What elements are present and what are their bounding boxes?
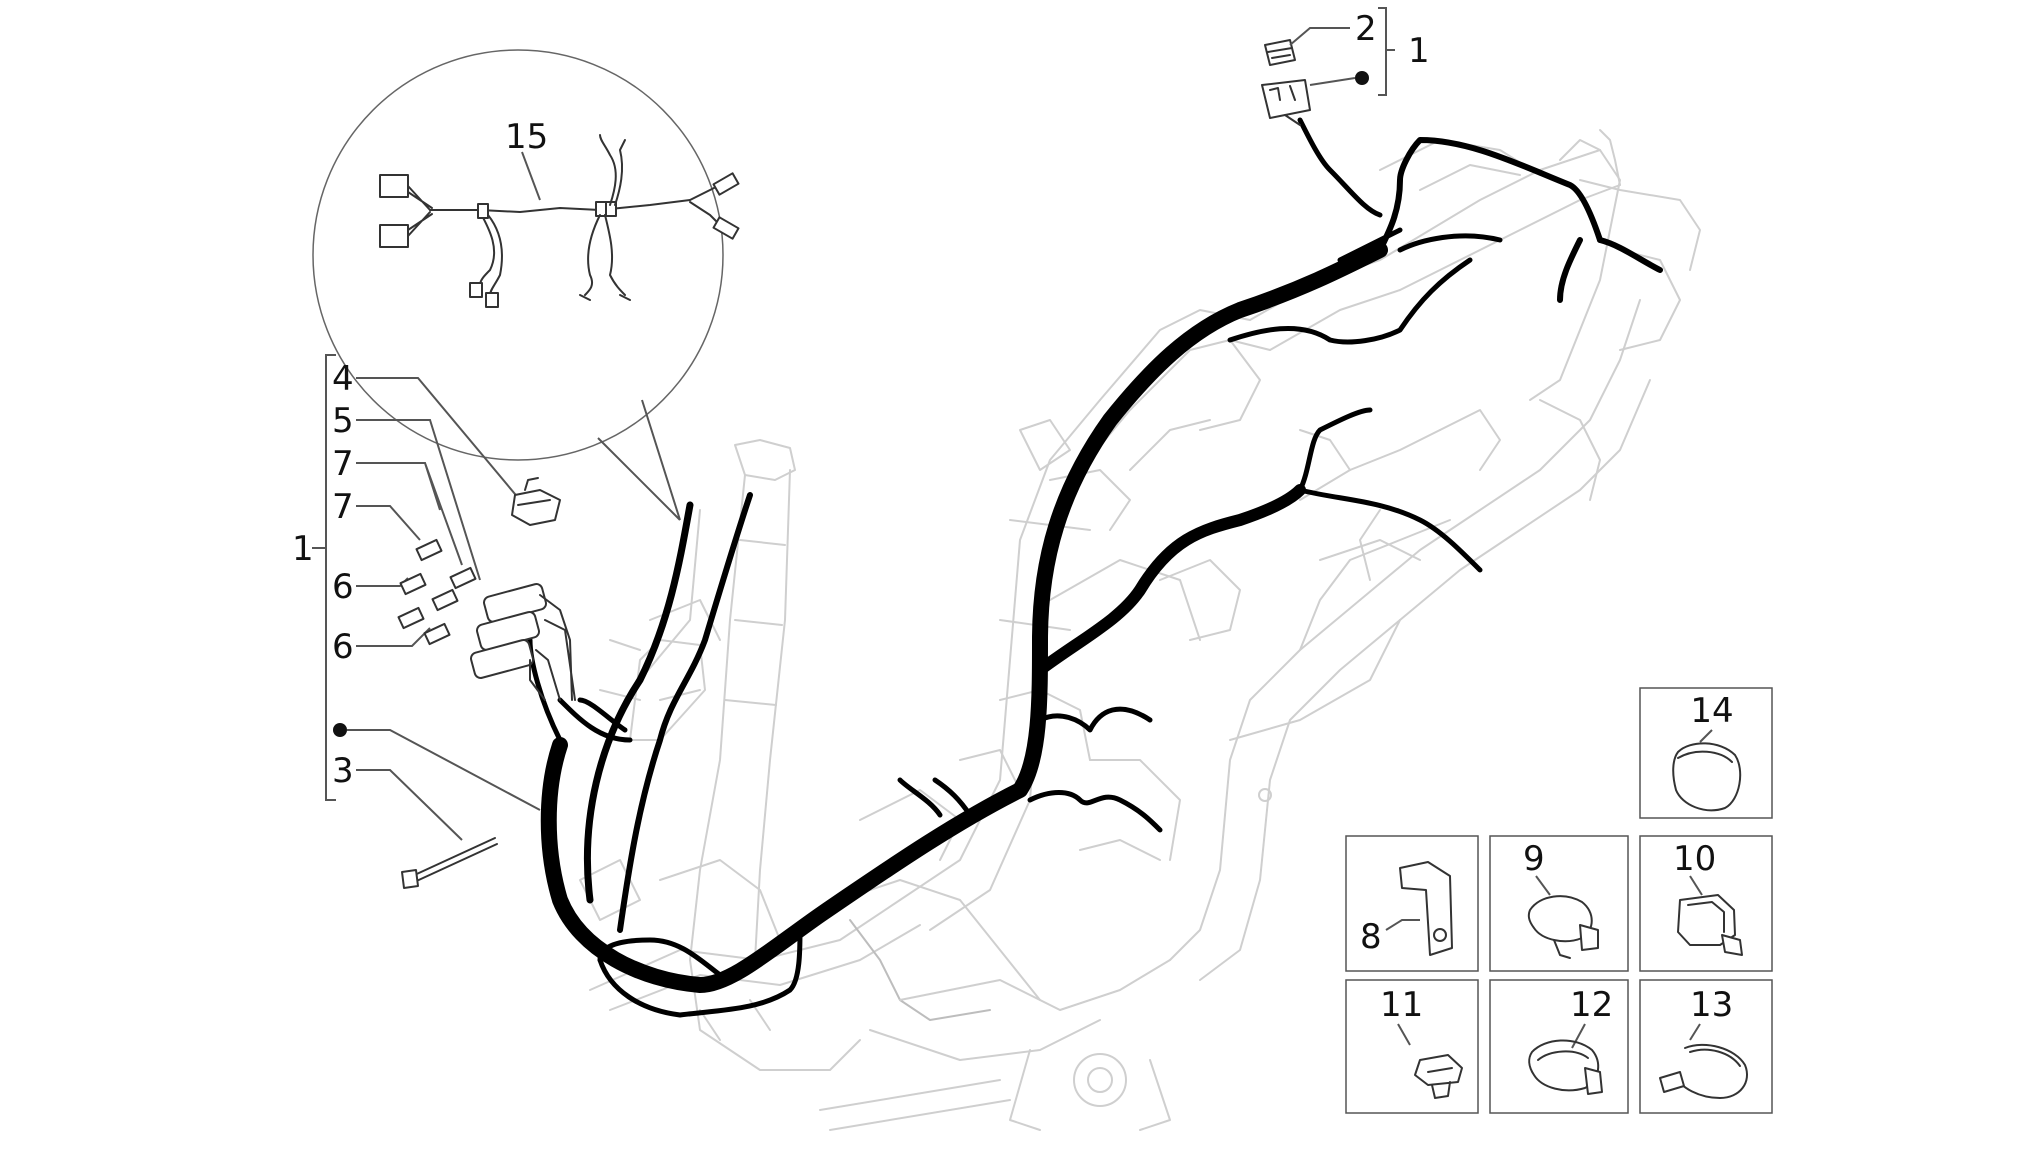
connector-housings-5 [470,583,576,701]
terminal-7-2 [449,566,477,590]
terminal-6-3 [397,606,425,630]
callout-6a: 6 [332,567,354,607]
callout-7a: 7 [332,444,354,484]
callout-14: 14 [1690,691,1733,731]
callout-2: 2 [1355,9,1377,49]
main-wiring-harness [527,117,1663,1018]
part-3-cable-tie [407,837,496,879]
part-12-clamp [1528,1039,1600,1092]
connector-lower-1 [469,282,483,298]
harness-clamp-2 [595,201,607,217]
callout-7b: 7 [332,487,354,527]
harness-clamp-1 [477,203,489,219]
sub-harness-15 [379,134,740,308]
callout-15: 15 [505,117,548,157]
callout-4: 4 [332,359,354,399]
box-8 [1345,835,1479,972]
parts-grid: 14 8 9 10 11 12 [1345,687,1773,1114]
callout-13: 13 [1690,985,1733,1025]
callout-6b: 6 [332,627,354,667]
connector-terminals [397,538,477,646]
bullet-dot-top [1355,71,1369,85]
part-4-clip [511,489,561,526]
callout-3: 3 [332,751,354,791]
connector-left-top [379,174,409,198]
callout-1-top: 1 [1408,31,1430,71]
left-parts-group: 1 4 5 7 7 6 6 3 [292,354,576,889]
part-13-cable-tie [1674,1043,1748,1099]
callout-1-left: 1 [292,529,314,569]
callout-10: 10 [1673,839,1716,879]
callout-12: 12 [1570,985,1613,1025]
box-11 [1345,979,1479,1114]
terminal-7-1 [415,538,443,562]
terminal-6-4 [423,622,451,646]
callout-8: 8 [1360,917,1382,957]
callout-9: 9 [1523,839,1545,879]
connector-right-bottom [712,216,740,240]
connector-right-top [712,172,740,196]
callout-11: 11 [1380,985,1423,1025]
callout-5: 5 [332,401,354,441]
terminal-6-2 [431,588,459,612]
inset-circle [312,49,724,461]
connector-lower-2 [485,292,499,308]
box-13 [1639,979,1773,1114]
top-right-parts: 2 1 [1261,7,1430,126]
terminal-6-1 [399,572,427,596]
box-12 [1489,979,1629,1114]
connector-left-bottom [379,224,409,248]
part-1-relay [1261,79,1311,119]
bullet-dot-left [333,723,347,737]
part-14-grommet [1672,742,1742,812]
harness-detail-inset: 15 [312,49,740,521]
box-9 [1489,835,1629,972]
